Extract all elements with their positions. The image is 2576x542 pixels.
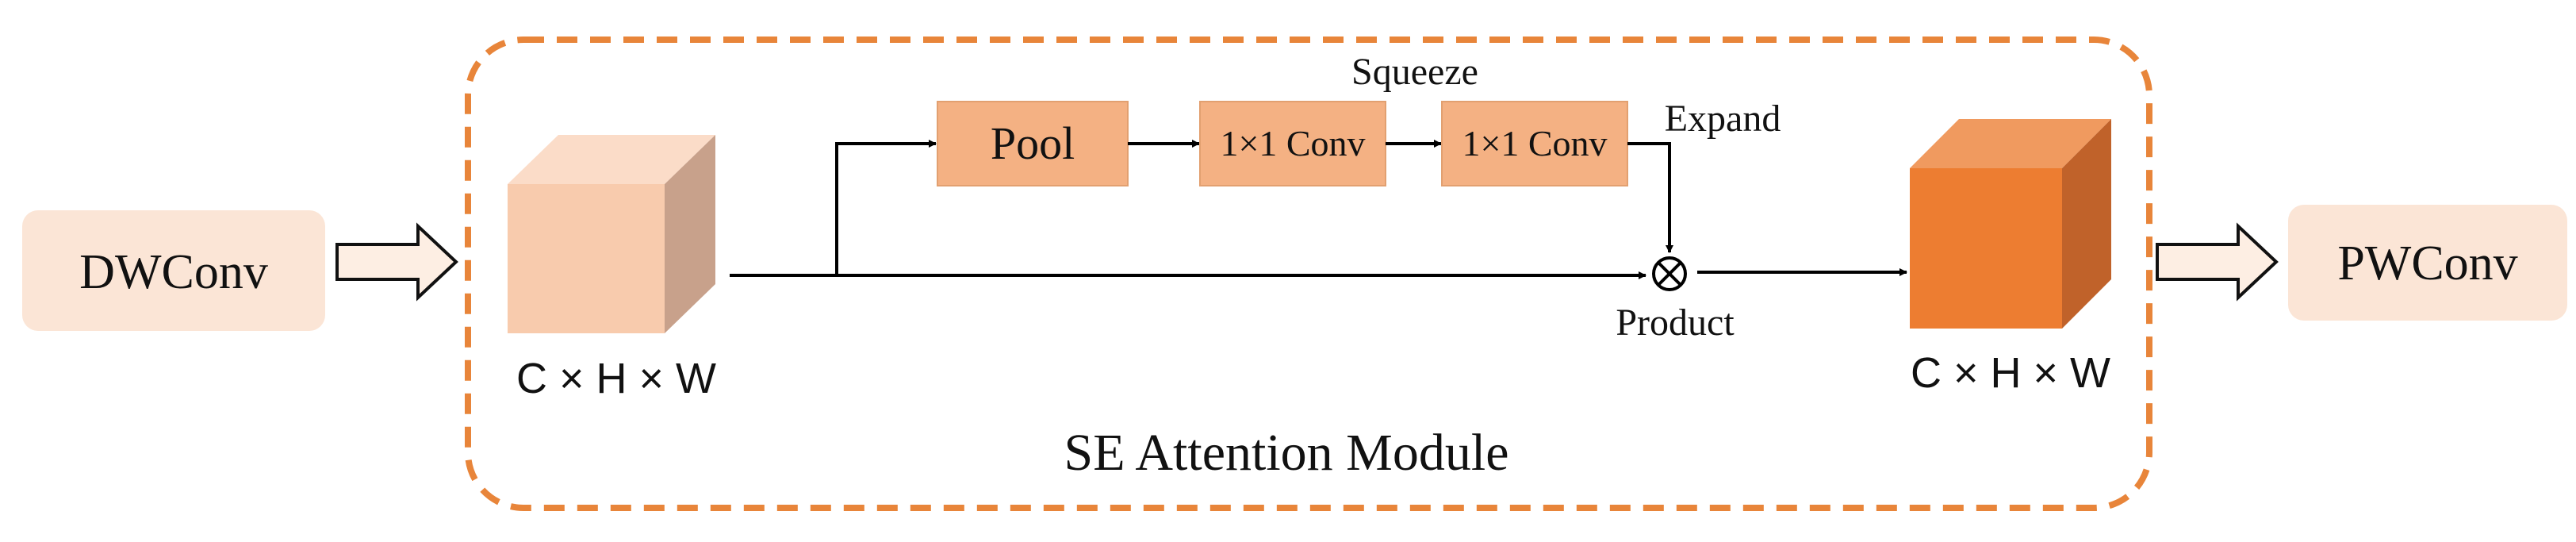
pool-label: Pool [991, 117, 1075, 169]
output-hollow-arrow [2156, 222, 2279, 302]
squeeze-label: Squeeze [1351, 51, 1478, 93]
expand-to-product-arrow [1627, 142, 1673, 253]
product-operator [1652, 256, 1687, 291]
input-cube-top [508, 135, 715, 184]
branch-to-pool-arrow [835, 140, 937, 275]
input-cube-side [665, 135, 715, 333]
output-cube-top [1910, 119, 2111, 168]
conv1-block [1199, 101, 1386, 186]
conv2-block [1441, 101, 1628, 186]
output-cube-side [2062, 119, 2111, 329]
output-box-label: PWConv [2337, 236, 2517, 290]
input-cube [508, 135, 715, 333]
input-box-label: DWConv [79, 245, 268, 299]
expand-label: Expand [1665, 98, 1781, 140]
output-cube [1910, 119, 2111, 329]
output-dims-label: C × H × W [1911, 349, 2110, 397]
conv2-label: 1×1 Conv [1462, 123, 1607, 163]
output-box [2288, 205, 2567, 321]
module-title: SE Attention Module [1064, 424, 1509, 482]
input-box [22, 210, 325, 331]
se-module-border [465, 37, 2152, 511]
output-cube-front [1910, 168, 2062, 329]
pool-block [937, 101, 1129, 186]
product-label: Product [1616, 302, 1735, 344]
input-dims-label: C × H × W [516, 355, 716, 402]
input-hollow-arrow [335, 222, 458, 302]
conv1-label: 1×1 Conv [1220, 123, 1365, 163]
input-cube-front [508, 184, 665, 333]
